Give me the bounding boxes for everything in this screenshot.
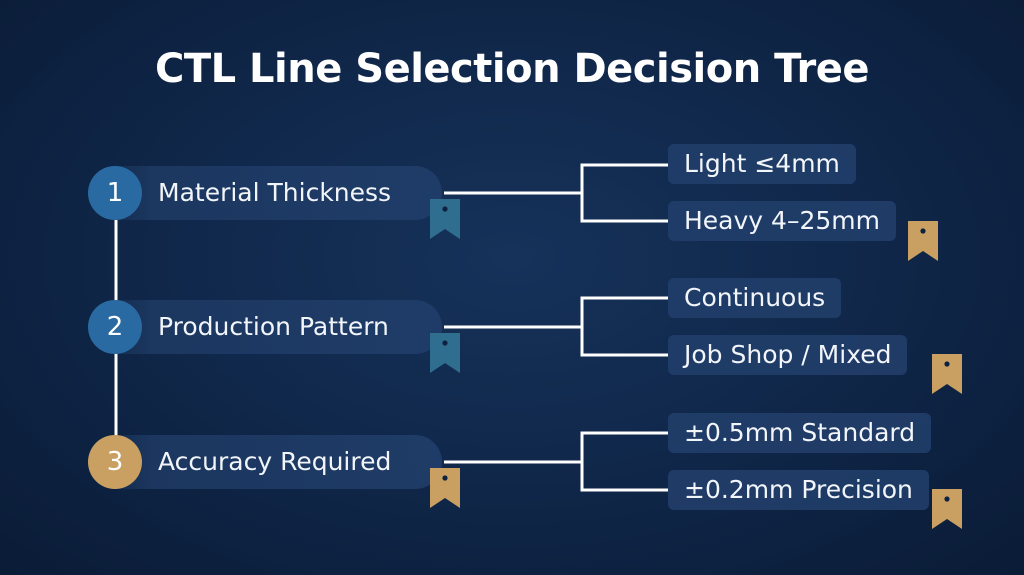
option-box: Continuous [668, 278, 842, 318]
criterion-label: Accuracy Required [158, 447, 392, 476]
bookmark-tag-icon [908, 221, 938, 261]
diagram-title: CTL Line Selection Decision Tree [154, 46, 870, 92]
step-number-badge: 1 [88, 166, 142, 220]
step-number-badge: 2 [88, 300, 142, 354]
option-box: Heavy 4–25mm [668, 201, 896, 241]
bookmark-tag-icon [430, 333, 460, 373]
option-box: ±0.5mm Standard [668, 413, 932, 453]
bookmark-tag-icon [430, 199, 460, 239]
criterion-node-2: 2 Production Pattern [88, 300, 442, 354]
option-box: Light ≤4mm [668, 144, 856, 184]
option-box: Job Shop / Mixed [668, 335, 908, 375]
criterion-label: Production Pattern [158, 312, 389, 341]
branch-1-fork [580, 163, 668, 223]
bookmark-tag-icon [932, 489, 962, 529]
criterion-label: Material Thickness [158, 178, 392, 207]
step-number-badge: 3 [88, 435, 142, 489]
bookmark-tag-icon [932, 354, 962, 394]
branch-2-fork [580, 296, 668, 357]
criterion-node-3: 3 Accuracy Required [88, 435, 442, 489]
branch-3-fork [580, 431, 668, 492]
option-box: ±0.2mm Precision [668, 470, 929, 510]
bookmark-tag-icon [430, 468, 460, 508]
criterion-node-1: 1 Material Thickness [88, 166, 442, 220]
